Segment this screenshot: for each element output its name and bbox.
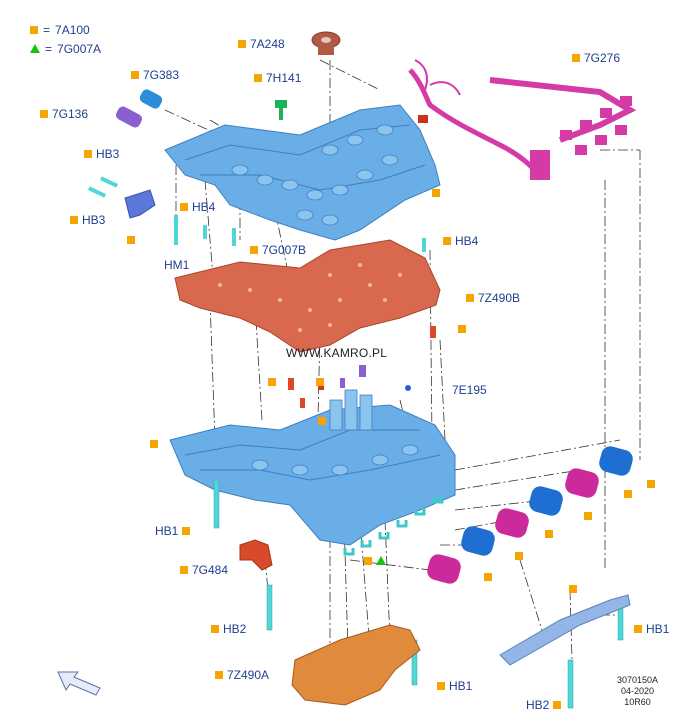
square-marker-icon bbox=[30, 25, 38, 34]
label-HB4-right: HB4 bbox=[443, 234, 478, 248]
solenoids bbox=[427, 446, 633, 584]
label-7A248: 7A248 bbox=[238, 37, 285, 51]
label-HB2-bottom: HB2 bbox=[526, 698, 562, 712]
legend-code: 7A100 bbox=[55, 22, 90, 37]
label-HB1-bottom: HB1 bbox=[437, 679, 472, 693]
reference-date: 04-2020 bbox=[621, 686, 655, 696]
wiring-harness-7G276 bbox=[408, 59, 637, 180]
marker-square bbox=[584, 512, 592, 520]
marker-square bbox=[268, 378, 276, 386]
label-7H141: 7H141 bbox=[254, 71, 301, 85]
marker-square bbox=[647, 480, 655, 488]
label-7Z490B: 7Z490B bbox=[466, 291, 520, 305]
marker-square bbox=[318, 417, 326, 425]
marker-square bbox=[432, 189, 440, 197]
label-HB3-top: HB3 bbox=[84, 147, 119, 161]
marker-square bbox=[150, 440, 158, 448]
marker-square-triangle bbox=[364, 556, 386, 565]
label-7Z490A: 7Z490A bbox=[215, 668, 269, 682]
marker-square bbox=[545, 530, 553, 538]
arrow-icon bbox=[57, 671, 101, 696]
triangle-marker-icon bbox=[30, 44, 40, 53]
filter-7Z490A bbox=[291, 624, 421, 706]
label-7G007B: 7G007B bbox=[250, 243, 306, 257]
legend-item-square: = 7A100 bbox=[30, 20, 101, 39]
legend: = 7A100 = 7G007A bbox=[30, 20, 101, 58]
label-7G276: 7G276 bbox=[572, 51, 620, 65]
marker-square bbox=[515, 552, 523, 560]
marker-square bbox=[624, 490, 632, 498]
label-HB1-right: HB1 bbox=[634, 622, 669, 636]
bolts bbox=[213, 479, 624, 709]
marker-square bbox=[484, 573, 492, 581]
label-HB2-left: HB2 bbox=[211, 622, 246, 636]
bracket bbox=[499, 594, 631, 666]
marker-square bbox=[127, 236, 135, 244]
label-7G383: 7G383 bbox=[131, 68, 179, 82]
label-HB3-mid: HB3 bbox=[70, 213, 105, 227]
lower-valve-body bbox=[169, 389, 456, 556]
marker-square bbox=[316, 378, 324, 386]
part-7G484 bbox=[239, 539, 273, 571]
legend-item-triangle: = 7G007A bbox=[30, 39, 101, 58]
label-HB4-left: HB4 bbox=[180, 200, 215, 214]
legend-code: 7G007A bbox=[57, 41, 102, 56]
label-HB1-left: HB1 bbox=[155, 524, 191, 538]
marker-square bbox=[569, 585, 577, 593]
label-7G484: 7G484 bbox=[180, 563, 228, 577]
reference-block: 3070150A 04-2020 10R60 bbox=[617, 675, 658, 708]
label-7G136: 7G136 bbox=[40, 107, 88, 121]
reference-id: 3070150A bbox=[617, 675, 659, 685]
upper-valve-body bbox=[164, 104, 441, 241]
marker-square bbox=[458, 325, 466, 333]
watermark: WWW.KAMRO.PL bbox=[286, 346, 388, 360]
top-small-parts bbox=[87, 31, 426, 252]
reference-code: 10R60 bbox=[624, 697, 651, 707]
gasket-holes bbox=[218, 263, 402, 332]
label-7E195: 7E195 bbox=[452, 383, 487, 397]
gasket-7Z490B bbox=[174, 239, 441, 353]
label-HM1: HM1 bbox=[164, 258, 190, 272]
